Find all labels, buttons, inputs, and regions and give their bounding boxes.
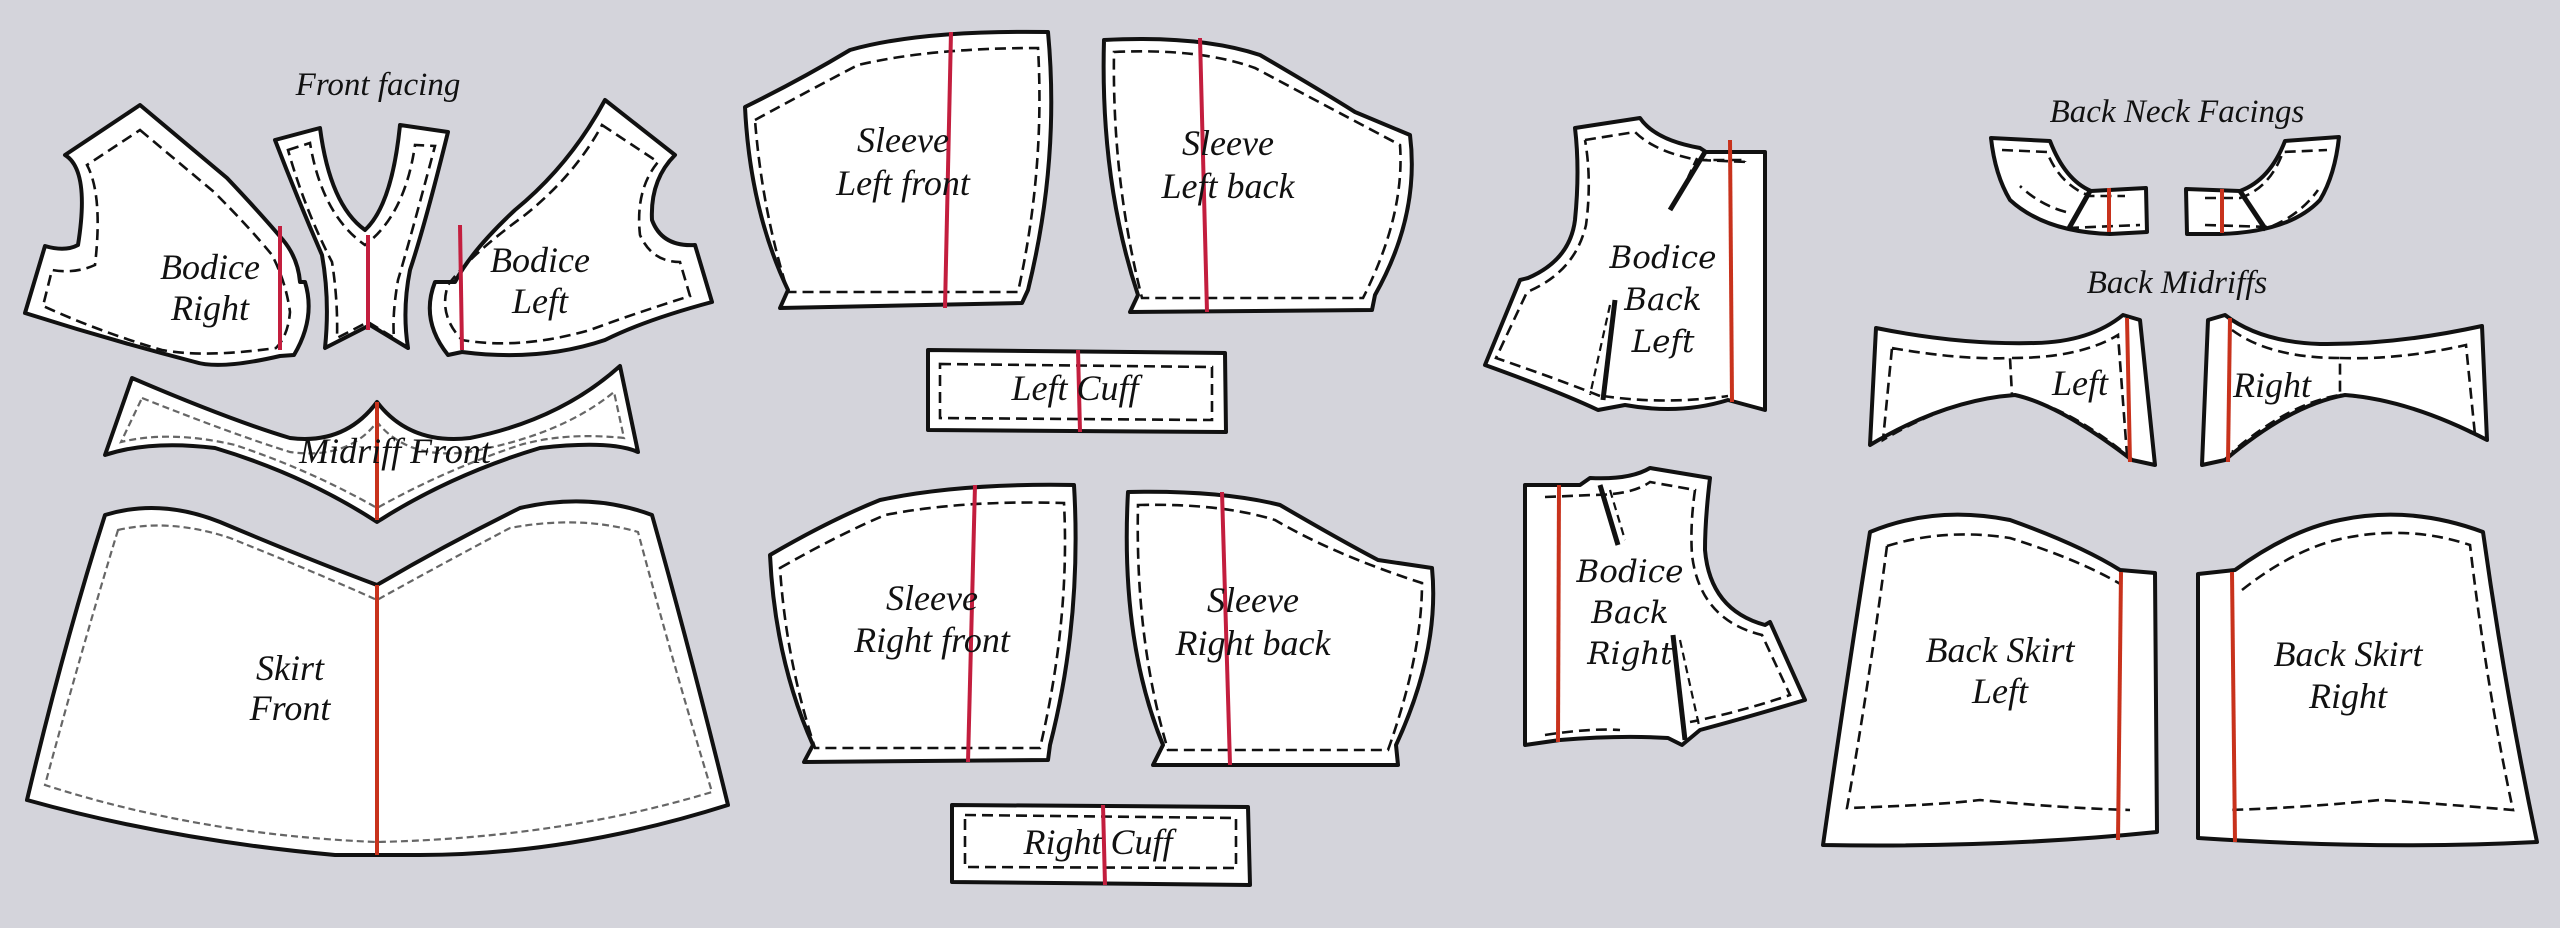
piece-back-skirt-left[interactable]: Back Skirt Left	[1821, 512, 2159, 848]
piece-sleeve-left-front[interactable]: Sleeve Left front	[743, 29, 1054, 310]
piece-skirt-front[interactable]: Skirt Front	[25, 499, 730, 857]
piece-midriff-front[interactable]: Midriff Front	[103, 364, 640, 524]
piece-back-neck-facing-left[interactable]	[1989, 136, 2149, 236]
grainline	[966, 484, 977, 763]
grainline	[1101, 804, 1107, 886]
piece-label: Bodice	[160, 247, 260, 287]
piece-label: Right back	[1175, 623, 1332, 663]
piece-label: Sleeve	[1182, 123, 1274, 163]
piece-label: Bodice	[1576, 554, 1684, 590]
grainline	[1556, 484, 1561, 743]
piece-label: Sleeve	[857, 120, 949, 160]
piece-back-neck-facing-right[interactable]	[2184, 135, 2341, 236]
grainline	[1198, 37, 1209, 313]
front-facing-title: Front facing	[295, 67, 461, 103]
piece-label: Bodice	[490, 240, 590, 280]
grainline	[2226, 317, 2232, 463]
piece-sleeve-right-back[interactable]: Sleeve Right back	[1124, 489, 1436, 767]
piece-label: Midriff Front	[298, 431, 492, 471]
piece-bodice-back-left[interactable]: Bodice Back Left	[1483, 116, 1767, 412]
grainline	[2125, 317, 2132, 463]
grainline	[1220, 491, 1232, 766]
back-midriffs-title: Back Midriffs	[2087, 265, 2268, 301]
piece-label: Skirt	[256, 648, 325, 688]
piece-label: Back Skirt	[1926, 630, 2076, 670]
piece-label: Sleeve	[1207, 580, 1299, 620]
grainline	[943, 31, 953, 309]
piece-label: Back Skirt	[2274, 634, 2424, 674]
grainline	[1728, 139, 1734, 403]
piece-label: Front	[249, 688, 332, 728]
piece-label: Right	[170, 288, 250, 328]
piece-label: Left	[1971, 671, 2029, 711]
piece-back-skirt-right[interactable]: Back Skirt Right	[2196, 512, 2539, 848]
piece-bodice-back-right[interactable]: Bodice Back Right	[1523, 466, 1807, 747]
piece-label: Left	[1631, 324, 1695, 360]
piece-label: Left Cuff	[1010, 368, 1143, 408]
piece-label: Left	[511, 281, 569, 321]
piece-back-midriff-right[interactable]: Right	[2200, 313, 2489, 467]
piece-label: Right	[2232, 365, 2312, 405]
piece-sleeve-left-back[interactable]: Sleeve Left back	[1101, 37, 1414, 314]
piece-label: Left front	[835, 163, 971, 203]
piece-label: Left	[2051, 363, 2109, 403]
piece-label: Left back	[1161, 166, 1296, 206]
grainline	[2230, 571, 2237, 843]
piece-label: Right Cuff	[1022, 822, 1177, 862]
piece-label: Right	[1586, 636, 1673, 672]
piece-label: Back	[1623, 282, 1701, 318]
piece-label: Back	[1590, 595, 1668, 631]
grainline	[1076, 349, 1082, 433]
grainline	[2116, 571, 2123, 841]
piece-label: Right front	[853, 620, 1011, 660]
piece-left-cuff[interactable]: Left Cuff	[926, 348, 1228, 434]
piece-bodice-left[interactable]: Bodice Left	[427, 98, 714, 358]
piece-bodice-right[interactable]: Bodice Right	[23, 103, 311, 367]
piece-label: Bodice	[1609, 240, 1717, 276]
grainline	[458, 224, 464, 351]
piece-right-cuff[interactable]: Right Cuff	[950, 803, 1252, 887]
piece-sleeve-right-front[interactable]: Sleeve Right front	[768, 482, 1078, 764]
piece-label: Sleeve	[886, 578, 978, 618]
piece-back-midriff-left[interactable]: Left	[1868, 313, 2157, 467]
back-neck-facings-title: Back Neck Facings	[2050, 94, 2305, 130]
piece-label: Right	[2308, 676, 2388, 716]
piece-front-facing[interactable]	[273, 123, 450, 350]
